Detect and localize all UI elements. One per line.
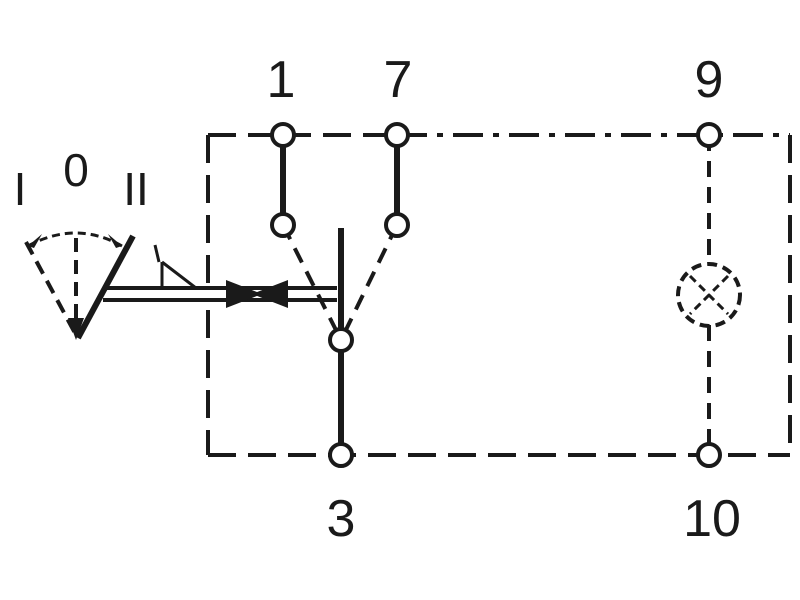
switch-path-1 (281, 224, 343, 341)
terminal-label-7: 7 (384, 51, 413, 109)
rocker-actuator-icon (24, 234, 136, 340)
terminal-label-1: 1 (267, 51, 296, 109)
position-label-I: I (14, 163, 27, 215)
terminal-label-9: 9 (695, 51, 724, 109)
terminal-10 (696, 442, 722, 468)
position-label-II: II (123, 163, 149, 215)
terminal-label-3: 3 (327, 490, 356, 548)
contact-point-1 (270, 212, 296, 238)
contact-point-7 (384, 212, 410, 238)
detent-triangle-icon (153, 244, 201, 290)
housing-boundary (206, 133, 792, 457)
mechanical-linkage (103, 286, 337, 302)
terminal-3 (328, 442, 354, 468)
common-contact-point (328, 327, 354, 353)
curved-double-arrow-icon (27, 231, 123, 248)
terminal-label-10: 10 (683, 490, 741, 548)
switch-path-7 (339, 224, 399, 341)
linkage-bowtie-icon (226, 280, 288, 308)
lamp-x-circle-icon (676, 262, 742, 328)
position-label-0: 0 (63, 144, 89, 196)
terminal-1 (270, 122, 296, 148)
terminal-7 (384, 122, 410, 148)
terminal-9 (696, 122, 722, 148)
